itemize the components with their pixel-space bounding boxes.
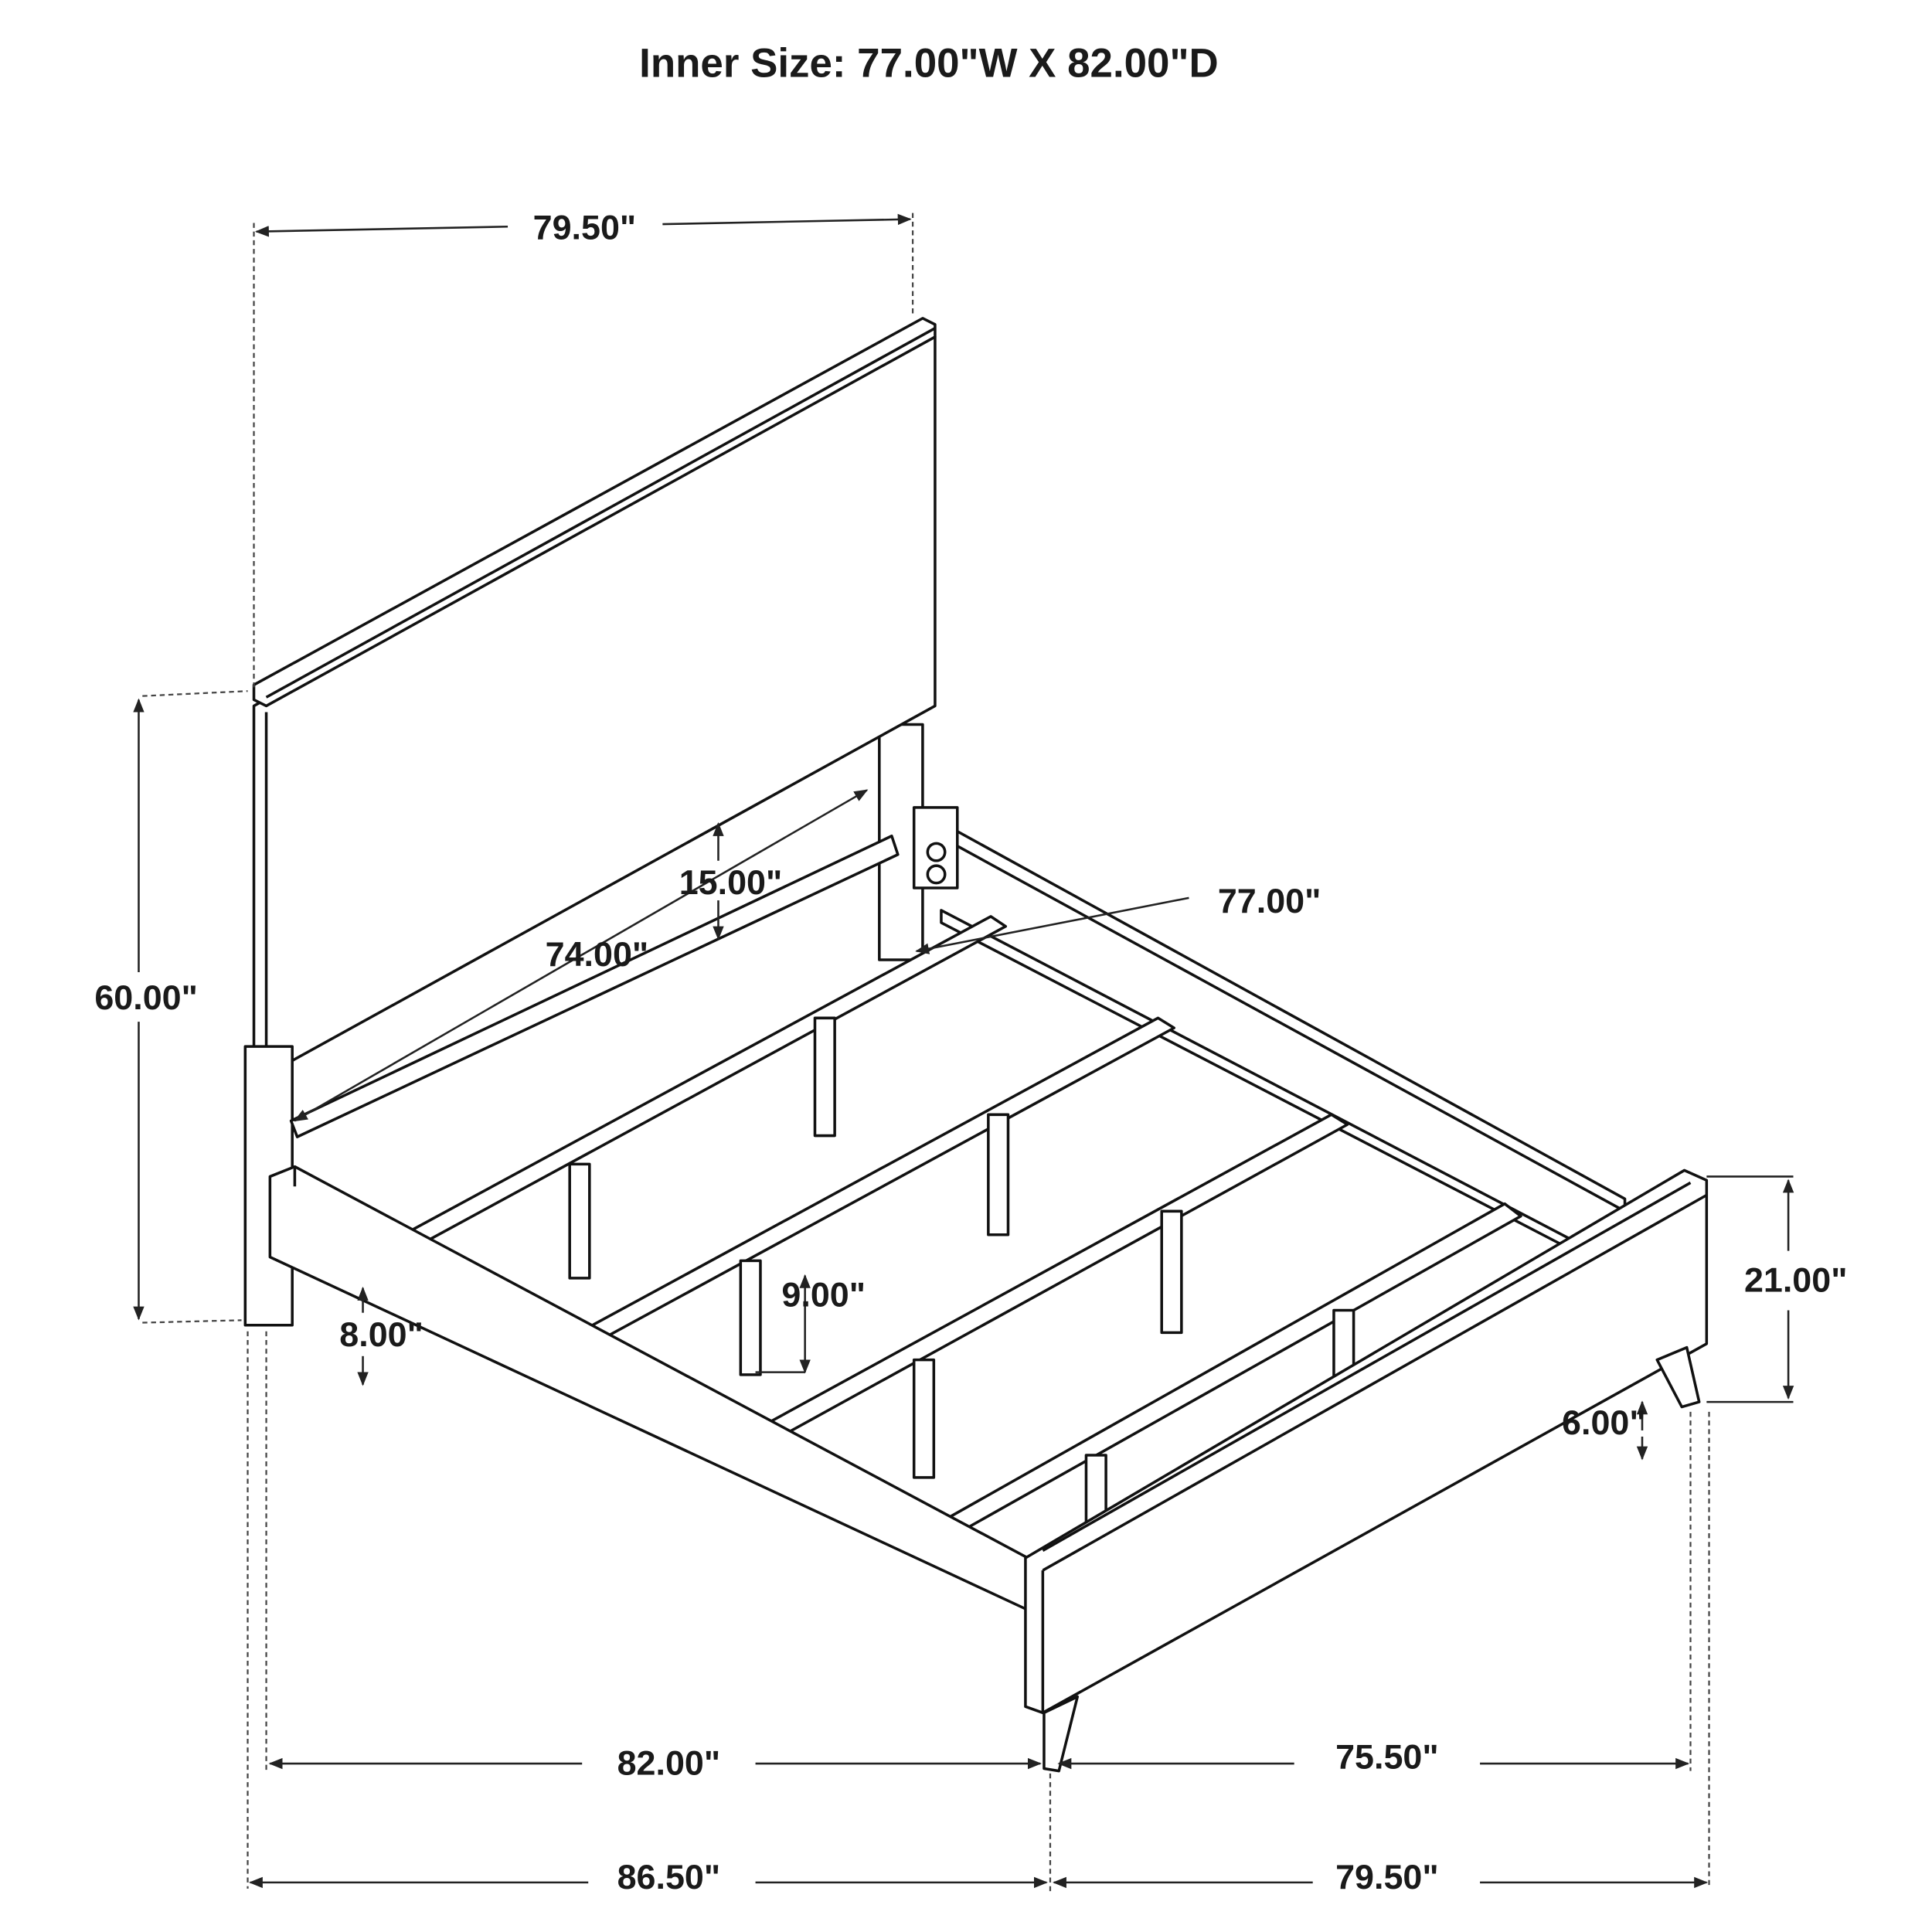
label-footboard-leg-height: 6.00" — [1562, 1403, 1646, 1442]
label-footboard-inner-width: 75.50" — [1335, 1736, 1439, 1776]
footboard-front-leg — [1043, 1695, 1079, 1773]
footboard-back-leg — [1655, 1345, 1701, 1409]
dimension-lines — [133, 213, 1794, 1895]
label-support-leg-height: 9.00" — [781, 1275, 866, 1315]
label-headboard-width: 79.50" — [533, 207, 637, 247]
label-headboard-height: 60.00" — [94, 978, 198, 1017]
dimension-labels: 79.50" 15.00" 74.00" 77.00" 60.00" 9.00"… — [94, 207, 1847, 1896]
label-overall-width: 79.50" — [1335, 1857, 1439, 1896]
rail-bracket — [912, 806, 959, 889]
label-inner-width: 77.00" — [1218, 881, 1321, 920]
bed-frame-drawing — [243, 317, 1709, 1773]
label-slat-length: 74.00" — [546, 934, 649, 974]
label-overall-length: 86.50" — [617, 1857, 721, 1896]
diagram-title: Inner Size: 77.00"W X 82.00"D — [639, 40, 1219, 86]
label-slat-spacing: 15.00" — [679, 862, 783, 902]
label-footboard-height: 21.00" — [1744, 1260, 1848, 1299]
label-rail-clearance: 8.00" — [339, 1315, 423, 1354]
footboard-panel — [1024, 1168, 1709, 1715]
label-rail-length: 82.00" — [617, 1743, 721, 1782]
